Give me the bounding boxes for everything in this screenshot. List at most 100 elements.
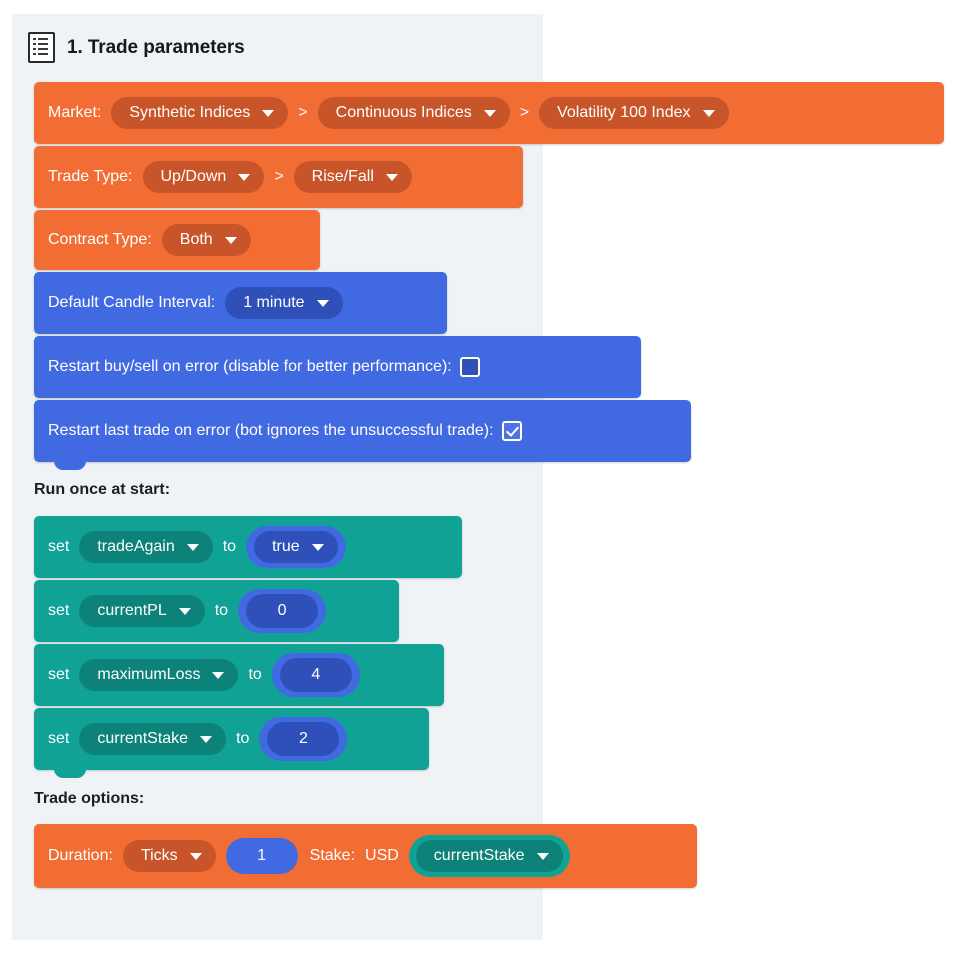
block-notch-top: [54, 644, 86, 653]
block-notch-top: [54, 580, 86, 589]
restart-buysell-checkbox[interactable]: [459, 357, 480, 377]
trade-type-subtype-dropdown[interactable]: Rise/Fall: [293, 161, 412, 193]
block-market[interactable]: Market: Synthetic Indices > Continuous I…: [34, 82, 944, 144]
variable-name: currentStake: [97, 730, 189, 747]
market-category-dropdown[interactable]: Synthetic Indices: [111, 97, 289, 129]
block-notch-top: [54, 400, 86, 409]
chevron-down-icon: [178, 607, 191, 615]
variable-name: currentPL: [97, 602, 167, 619]
block-notch-bottom: [54, 461, 86, 470]
duration-unit-value: Ticks: [140, 847, 178, 864]
chevron-down-icon: [311, 543, 324, 551]
chevron-down-icon: [702, 109, 715, 117]
duration-unit-dropdown[interactable]: Ticks: [122, 840, 216, 872]
page-header: 1. Trade parameters: [28, 32, 245, 63]
block-candle-interval[interactable]: Default Candle Interval: 1 minute: [34, 272, 447, 334]
number-input[interactable]: 4: [279, 658, 352, 692]
set-keyword: set: [48, 730, 70, 747]
candle-interval-label: Default Candle Interval:: [48, 294, 216, 311]
stake-currency: USD: [365, 847, 399, 864]
set-keyword: set: [48, 666, 70, 683]
value-block-boolean[interactable]: true: [246, 526, 346, 568]
chevron-down-icon: [316, 299, 329, 307]
duration-value-input[interactable]: 1: [225, 838, 298, 874]
boolean-dropdown[interactable]: true: [254, 531, 338, 563]
to-keyword: to: [236, 730, 250, 747]
boolean-value: true: [272, 538, 300, 555]
candle-interval-dropdown[interactable]: 1 minute: [225, 287, 343, 319]
duration-label: Duration:: [48, 847, 113, 864]
market-symbol-dropdown[interactable]: Volatility 100 Index: [539, 97, 729, 129]
candle-interval-value: 1 minute: [243, 294, 305, 311]
market-submarket-value: Continuous Indices: [335, 104, 472, 121]
stake-variable-value: currentStake: [433, 847, 525, 864]
market-label: Market:: [48, 104, 102, 121]
value-block-number[interactable]: 0: [238, 589, 327, 633]
variable-dropdown-trade-again[interactable]: tradeAgain: [79, 531, 213, 563]
block-trade-type[interactable]: Trade Type: Up/Down > Rise/Fall: [34, 146, 523, 208]
page-title: 1. Trade parameters: [67, 36, 245, 58]
restart-buysell-label: Restart buy/sell on error (disable for b…: [48, 358, 452, 375]
to-keyword: to: [222, 538, 237, 555]
variable-dropdown-current-pl[interactable]: currentPL: [79, 595, 205, 627]
value-block-variable[interactable]: currentStake: [408, 835, 570, 877]
chevron-down-icon: [385, 173, 398, 181]
market-category-value: Synthetic Indices: [129, 104, 251, 121]
chevron-down-icon: [262, 109, 275, 117]
chevron-down-icon: [212, 671, 225, 679]
value-block-number[interactable]: 2: [259, 717, 348, 761]
market-submarket-dropdown[interactable]: Continuous Indices: [317, 97, 510, 129]
number-input[interactable]: 0: [246, 594, 319, 628]
variable-name: tradeAgain: [97, 538, 175, 555]
variable-name: maximumLoss: [97, 666, 201, 683]
set-keyword: set: [48, 538, 70, 555]
chevron-down-icon: [224, 236, 237, 244]
block-notch-top: [54, 516, 86, 525]
block-set-trade-again[interactable]: set tradeAgain to true: [34, 516, 462, 578]
contract-type-label: Contract Type:: [48, 231, 152, 248]
market-symbol-value: Volatility 100 Index: [557, 104, 691, 121]
block-notch-top: [54, 210, 86, 219]
market-separator-2: >: [519, 104, 530, 121]
value-block-number[interactable]: 4: [271, 653, 360, 697]
stake-variable-dropdown[interactable]: currentStake: [415, 840, 563, 872]
block-set-current-stake[interactable]: set currentStake to 2: [34, 708, 429, 778]
block-notch-top: [54, 146, 86, 155]
restart-last-trade-label: Restart last trade on error (bot ignores…: [48, 422, 494, 439]
number-input[interactable]: 2: [267, 722, 340, 756]
contract-type-dropdown[interactable]: Both: [161, 224, 251, 256]
chevron-down-icon: [189, 852, 202, 860]
trade-type-label: Trade Type:: [48, 168, 133, 185]
chevron-down-icon: [186, 543, 199, 551]
variable-dropdown-maximum-loss[interactable]: maximumLoss: [79, 659, 239, 691]
trade-type-subtype-value: Rise/Fall: [311, 168, 374, 185]
to-keyword: to: [248, 666, 262, 683]
chevron-down-icon: [536, 852, 549, 860]
run-once-caption: Run once at start:: [34, 481, 171, 498]
block-set-maximum-loss[interactable]: set maximumLoss to 4: [34, 644, 444, 706]
set-keyword: set: [48, 602, 70, 619]
block-set-current-pl[interactable]: set currentPL to 0: [34, 580, 399, 642]
trade-type-separator: >: [274, 168, 284, 185]
block-contract-type[interactable]: Contract Type: Both: [34, 210, 320, 270]
block-notch-bottom: [54, 769, 86, 778]
block-trade-options[interactable]: Duration: Ticks 1 Stake: USD currentStak…: [34, 824, 697, 888]
block-notch-top: [54, 82, 86, 91]
stake-label: Stake:: [309, 847, 356, 864]
chevron-down-icon: [238, 173, 251, 181]
restart-last-trade-checkbox[interactable]: [501, 421, 522, 441]
market-separator-1: >: [298, 104, 308, 121]
document-list-icon: [28, 32, 55, 63]
block-restart-last-trade[interactable]: Restart last trade on error (bot ignores…: [34, 400, 691, 470]
block-restart-buysell[interactable]: Restart buy/sell on error (disable for b…: [34, 336, 641, 398]
block-notch-top: [54, 708, 86, 717]
contract-type-value: Both: [179, 231, 213, 248]
block-notch-top: [54, 824, 86, 833]
trade-options-caption: Trade options:: [34, 790, 145, 807]
block-notch-top: [54, 272, 86, 281]
trade-type-category-value: Up/Down: [160, 168, 227, 185]
trade-type-category-dropdown[interactable]: Up/Down: [142, 161, 265, 193]
chevron-down-icon: [483, 109, 496, 117]
variable-dropdown-current-stake[interactable]: currentStake: [79, 723, 227, 755]
